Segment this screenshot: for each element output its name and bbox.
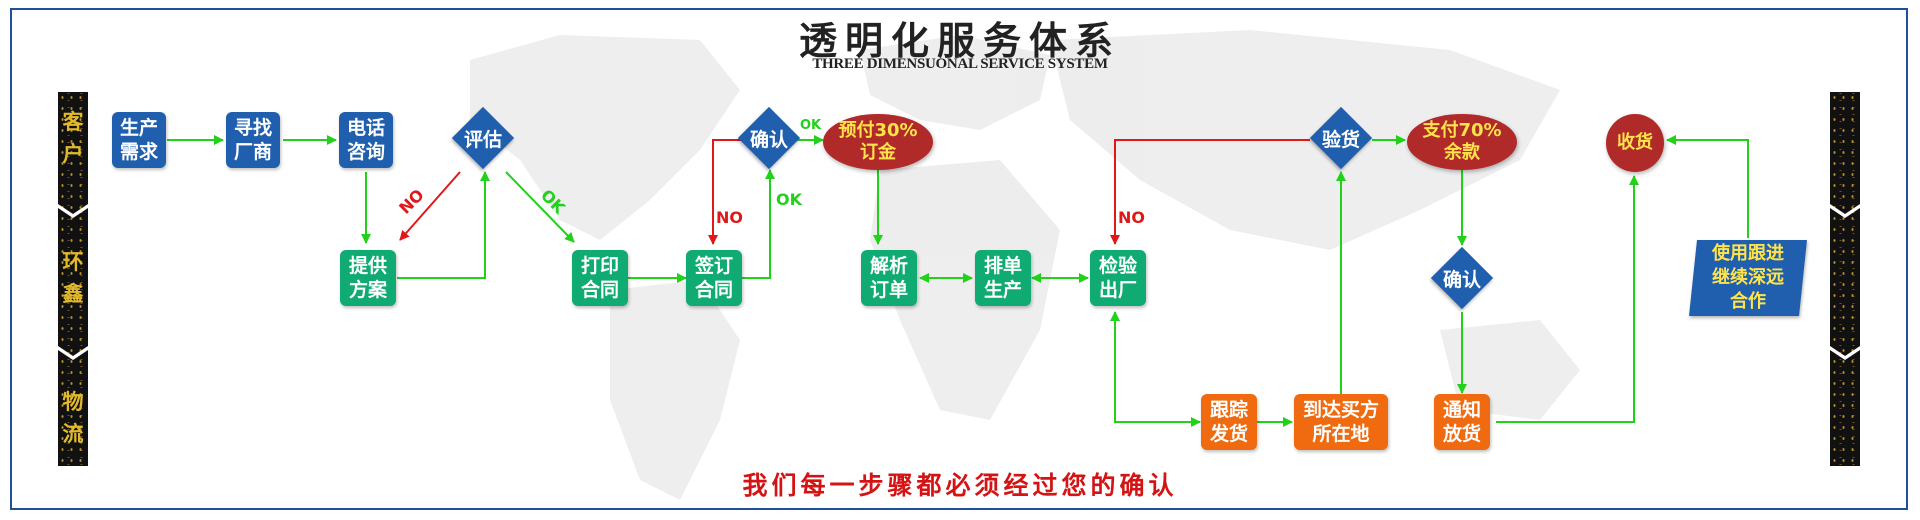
node-confirm-2-label: 确认 (1442, 268, 1481, 291)
edge-label-prepay-ok: OK (800, 118, 822, 133)
node-schedule-production: 排单 生产 (975, 250, 1031, 306)
page-title: 透明化服务体系 (798, 18, 1121, 63)
node-prepay: 预付30% 订金 (823, 114, 933, 170)
right-stage-bar (1830, 92, 1860, 466)
node-pay-balance: 支付70% 余款 (1407, 114, 1517, 170)
node-confirm-1: 确认 (737, 106, 801, 170)
edge-inspect-to-track (1110, 311, 1201, 427)
node-evaluate-label: 评估 (463, 128, 502, 151)
node-evaluate: 评估 (451, 106, 515, 170)
node-track-shipment: 跟踪 发货 (1201, 394, 1257, 450)
edge-label-inspect-no: NO (1118, 208, 1145, 227)
edge-plan-to-evaluate (397, 171, 490, 279)
node-find-factory: 寻找 厂商 (226, 112, 280, 168)
node-confirm-2: 确认 (1430, 246, 1494, 310)
node-confirm-1-label: 确认 (749, 128, 788, 151)
node-receive-goods: 收货 (1606, 114, 1664, 172)
node-inspect-goods-label: 验货 (1321, 128, 1360, 151)
edge-sign-to-confirm-ok (741, 169, 775, 279)
node-notify-release: 通知 放货 (1434, 394, 1490, 450)
node-continue-cooperation-label: 使用跟进 继续深远 合作 (1712, 243, 1784, 312)
stage-divider-icon (58, 204, 88, 218)
node-provide-plan: 提供 方案 (340, 250, 396, 306)
edge-evaluate-to-plan-no (399, 171, 461, 241)
stage-label-logistics: 物流 (62, 389, 84, 446)
node-sign-contract: 签订 合同 (686, 250, 742, 306)
edge-label-confirm-no: NO (716, 208, 743, 227)
page-subtitle: THREE DIMENSUONAL SERVICE SYSTEM (812, 56, 1108, 72)
stage-label-huanxin: 环鑫 (62, 249, 84, 306)
stage-label-customer: 客户 (62, 109, 84, 166)
node-arrive-location: 到达买方 所在地 (1294, 394, 1388, 450)
node-inspect-ship: 检验 出厂 (1090, 250, 1146, 306)
stage-divider-icon (1830, 204, 1860, 218)
edge-inspect-goods-to-inspect-no (1110, 139, 1310, 245)
footer-slogan: 我们每一步骤都必须经过您的确认 (742, 471, 1178, 500)
edge-confirm-to-sign-no (708, 139, 742, 245)
stage-divider-icon (58, 346, 88, 360)
edge-label-confirm-ok: OK (776, 190, 802, 209)
node-production-demand: 生产 需求 (112, 112, 166, 168)
node-phone-consult: 电话 咨询 (339, 112, 393, 168)
node-print-contract: 打印 合同 (572, 250, 628, 306)
node-inspect-goods: 验货 (1309, 106, 1373, 170)
node-parse-order: 解析 订单 (861, 250, 917, 306)
edge-cooperation-to-receive (1666, 135, 1749, 238)
left-stage-bar (58, 92, 88, 466)
edge-notify-to-receive (1496, 175, 1639, 423)
edge-evaluate-to-print-ok (505, 171, 575, 243)
stage-divider-icon (1830, 346, 1860, 360)
